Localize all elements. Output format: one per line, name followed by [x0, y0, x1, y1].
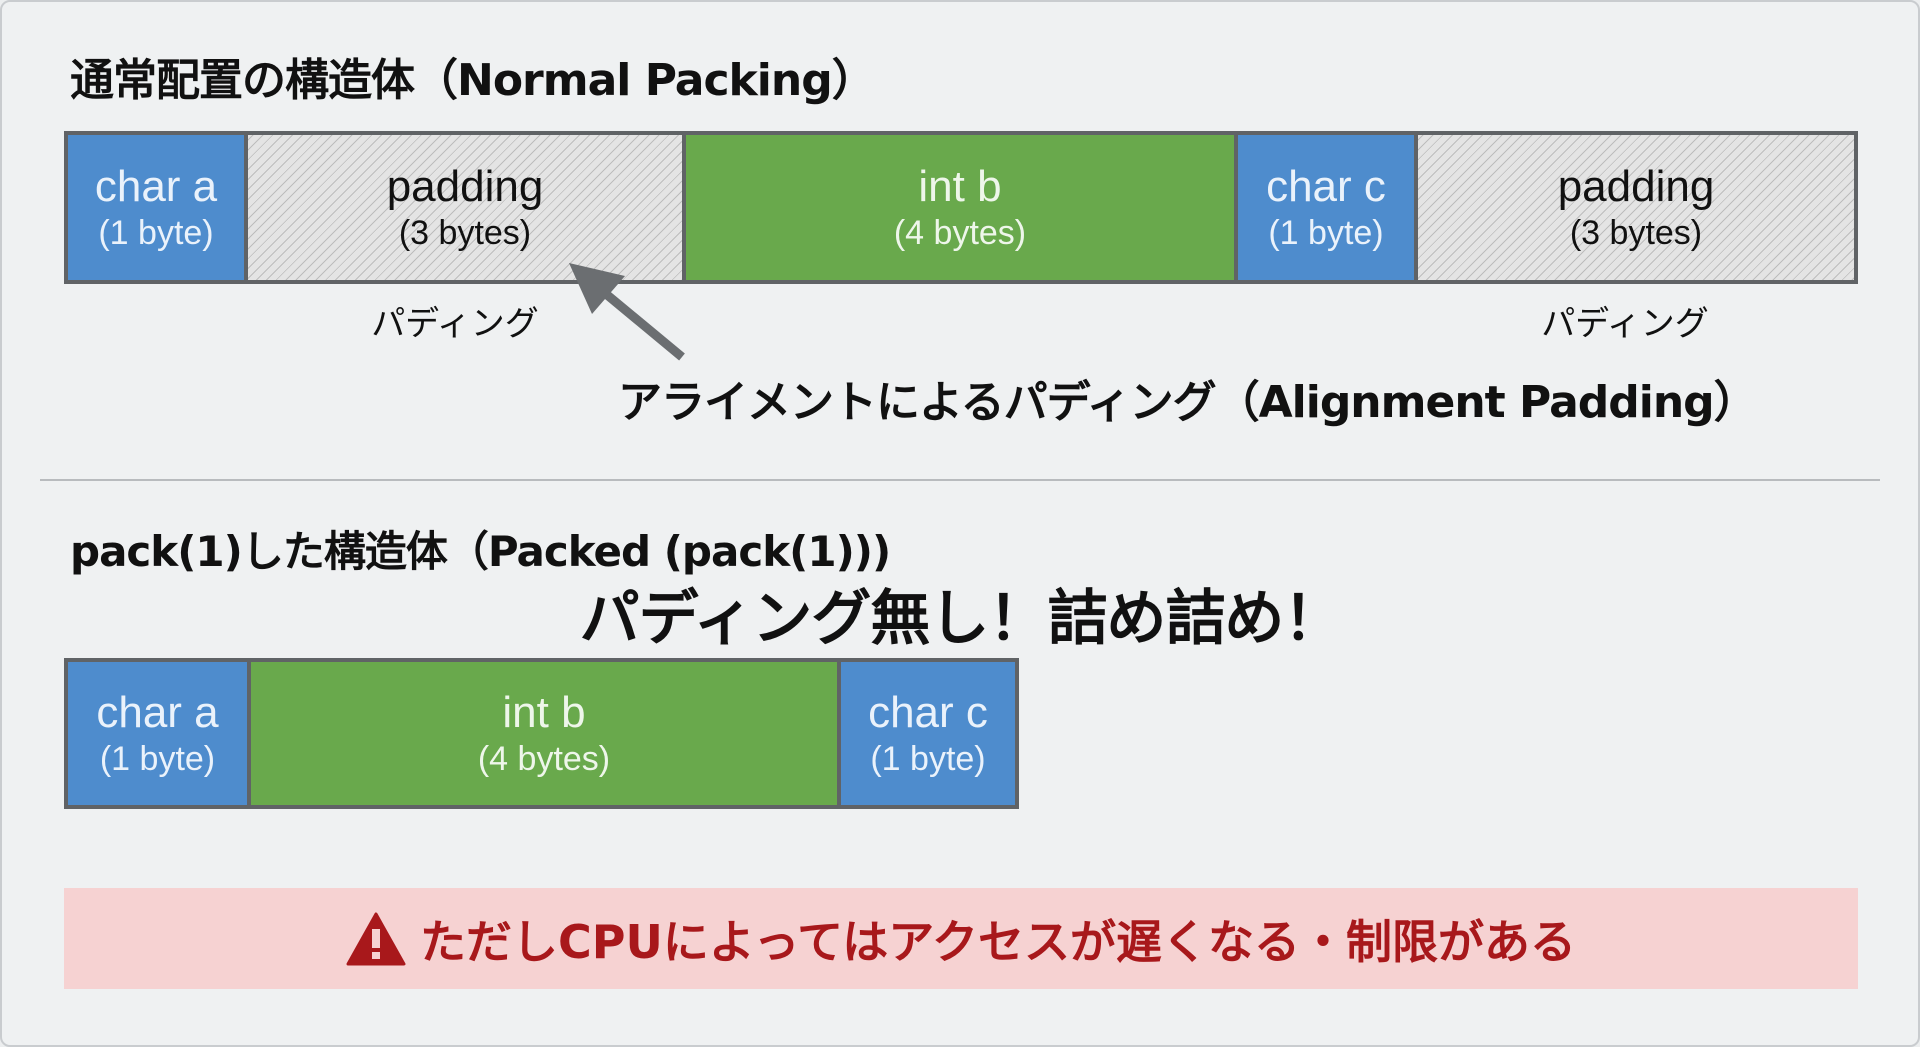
alignment-padding-annotation: アライメントによるパディング（Alignment Padding） — [618, 377, 1758, 428]
cell-size: (1 byte) — [98, 213, 214, 252]
padding-label-1: パディング — [371, 304, 539, 344]
cell-char-c: char c(1 byte) — [841, 662, 1015, 805]
warning-text: ただしCPUによってはアクセスが遅くなる・制限がある — [420, 914, 1576, 969]
cell-name: int b — [918, 161, 1002, 211]
cell-size: (3 bytes) — [398, 213, 532, 252]
cell-char-a: char a(1 byte) — [68, 662, 251, 805]
cell-name: padding — [386, 161, 544, 211]
normal-packing-title: 通常配置の構造体（Normal Packing） — [70, 55, 876, 106]
packed-struct-bar: char a(1 byte) int b(4 bytes) char c(1 b… — [64, 658, 1019, 809]
cell-name: padding — [1557, 161, 1715, 211]
cell-size: (4 bytes) — [893, 213, 1027, 252]
cell-name: int b — [502, 687, 586, 737]
cell-size: (3 bytes) — [1569, 213, 1703, 252]
padding-label-2: パディング — [1541, 304, 1709, 344]
cell-size: (1 byte) — [870, 739, 986, 778]
cell-padding-1: padding(3 bytes) — [248, 135, 686, 280]
cell-name: char c — [1266, 161, 1386, 211]
packed-headline: パディング無し！詰め詰め！ — [579, 584, 1344, 654]
cell-name: char c — [868, 687, 988, 737]
cell-size: (1 byte) — [99, 739, 216, 778]
cell-padding-2: padding(3 bytes) — [1418, 135, 1854, 280]
normal-struct-bar: char a(1 byte) padding(3 bytes) int b(4 … — [64, 131, 1858, 284]
cell-size: (4 bytes) — [477, 739, 611, 778]
cell-char-c: char c(1 byte) — [1238, 135, 1418, 280]
warning-triangle-icon — [346, 912, 406, 965]
cell-int-b: int b(4 bytes) — [686, 135, 1238, 280]
cell-char-a: char a(1 byte) — [68, 135, 248, 280]
section-divider — [40, 479, 1880, 481]
cell-name: char a — [94, 161, 218, 211]
cell-name: char a — [96, 687, 219, 737]
warning-banner: ただしCPUによってはアクセスが遅くなる・制限がある — [64, 888, 1858, 989]
cell-int-b: int b(4 bytes) — [251, 662, 841, 805]
packed-title: pack(1)した構造体（Packed (pack(1))) — [70, 527, 891, 576]
cell-size: (1 byte) — [1268, 213, 1384, 252]
